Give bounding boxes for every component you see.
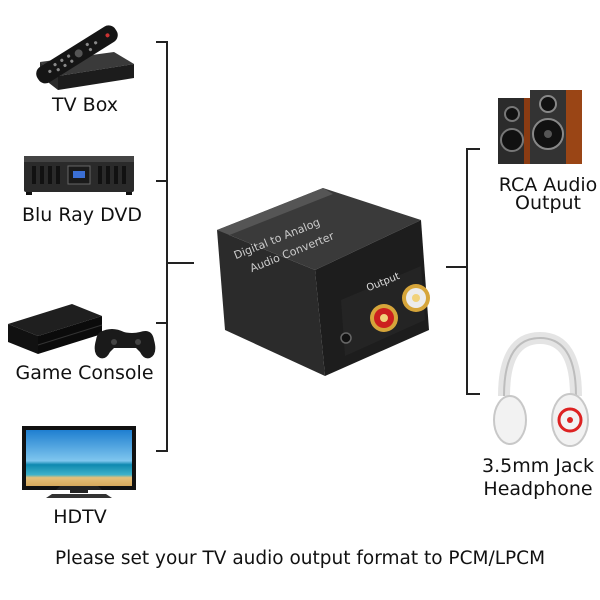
left-bracket-vertical <box>166 41 168 452</box>
source-label-game-console: Game Console <box>15 362 154 384</box>
hdtv-icon <box>22 426 136 498</box>
converter-device <box>217 188 430 376</box>
right-bracket-vertical <box>466 148 468 395</box>
left-bracket-tick-2 <box>156 180 168 182</box>
output-label-headphone-line1: 3.5mm Jack <box>482 455 594 477</box>
left-bracket-tick-1 <box>156 41 168 43</box>
tv-box-icon <box>36 25 134 90</box>
game-console-icon <box>8 304 156 359</box>
output-label-rca-line2: Output <box>515 192 581 214</box>
left-connector <box>168 262 194 264</box>
left-bracket-tick-3 <box>156 322 168 324</box>
left-bracket-tick-4 <box>156 450 168 452</box>
right-bracket-tick-1 <box>466 148 480 150</box>
blu-ray-player-icon <box>24 156 134 195</box>
footer-note: Please set your TV audio output format t… <box>54 548 546 569</box>
source-label-tv-box: TV Box <box>52 94 118 116</box>
source-label-blu-ray: Blu Ray DVD <box>21 204 143 226</box>
headphones-icon <box>493 331 589 447</box>
output-label-rca-line1: RCA Audio <box>498 174 598 196</box>
speakers-icon <box>498 90 582 164</box>
source-label-hdtv: HDTV <box>53 506 107 528</box>
output-label-headphone-line2: Headphone <box>483 478 593 500</box>
right-bracket-tick-2 <box>466 393 480 395</box>
right-connector <box>446 266 468 268</box>
